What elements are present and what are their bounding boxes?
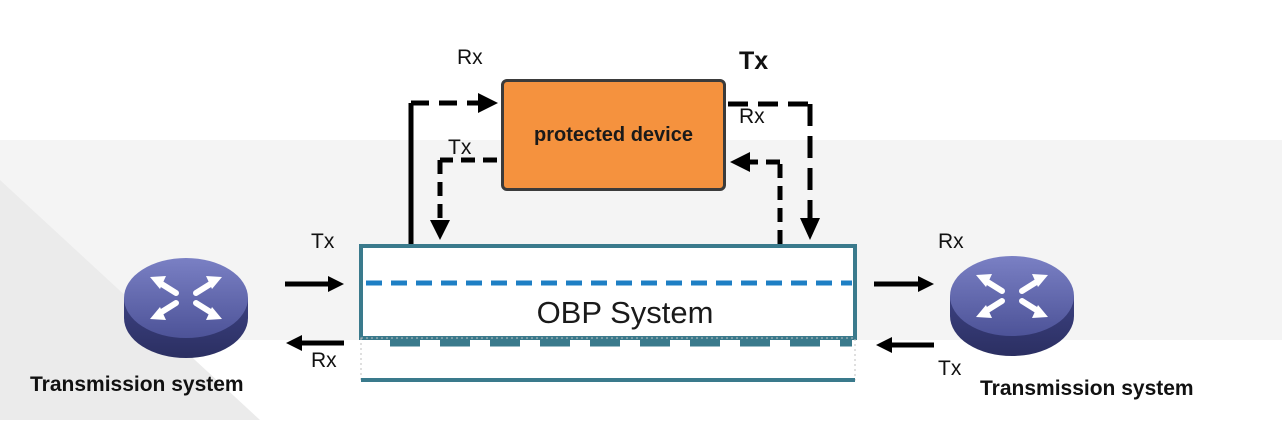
protected-device-label: protected device [534,123,693,146]
left-rx-arrow [286,335,344,351]
obp-system-label: OBP System [536,295,714,330]
tx-right-input-label: Tx [938,357,962,380]
rx-device-input-label: Rx [457,46,483,69]
rx-right-output-label: Rx [938,230,964,253]
device-rx-input-path [730,152,783,244]
right-rx-arrow [874,276,934,292]
device-left-output-path [430,157,497,240]
left-tx-arrow [285,276,344,292]
tx-left-input-label: Tx [311,230,335,253]
router-icon [124,258,248,358]
obp-system-box [359,244,857,340]
tx-device-left-label: Tx [448,136,472,159]
device-tx-output-path [728,101,820,240]
right-tx-arrow [876,337,934,353]
rx-device-right-label: Rx [739,105,765,128]
protected-device-box: protected device [501,79,726,191]
left-transmission-system-label: Transmission system [30,373,244,396]
tx-device-output-label: Tx [739,47,769,75]
router-icon [950,256,1074,356]
obp-lower-outline [360,337,856,381]
right-transmission-system-label: Transmission system [980,377,1194,400]
device-input-path [408,93,498,244]
rx-left-output-label: Rx [311,349,337,372]
